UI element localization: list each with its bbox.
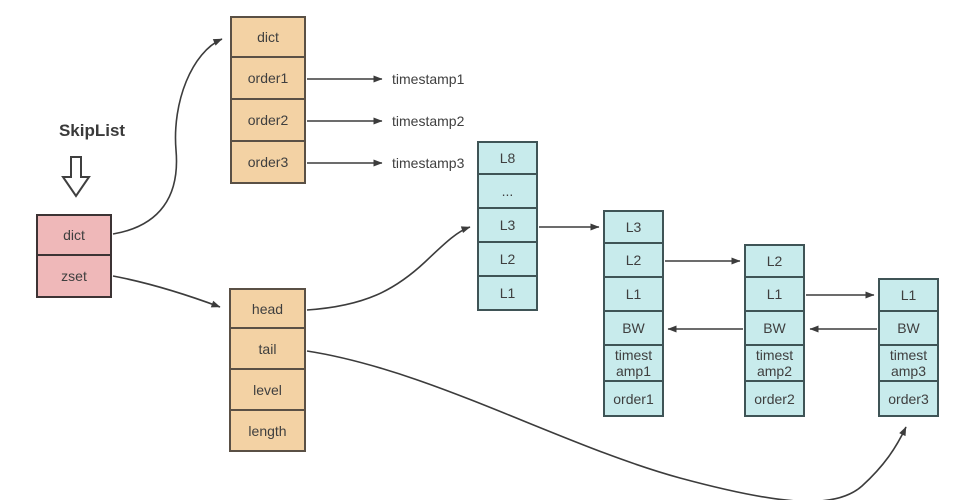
dict-table-cell-order2: order2 [230, 100, 306, 142]
skiplist-node3: L1 BW timest amp3 order3 [878, 278, 939, 417]
root-cell-dict: dict [36, 214, 112, 256]
timestamp2-label: timestamp2 [392, 113, 465, 129]
down-arrow-icon [61, 156, 91, 198]
node3-cell-order: order3 [878, 382, 939, 417]
level-header-cell-L2: L2 [477, 243, 538, 277]
node2-cell-L2: L2 [744, 244, 805, 278]
node2-cell-order: order2 [744, 382, 805, 417]
skiplist-node2: L2 L1 BW timest amp2 order2 [744, 244, 805, 417]
skiplist-node1: L3 L2 L1 BW timest amp1 order1 [603, 210, 664, 417]
zset-cell-level: level [229, 370, 306, 411]
node3-cell-L1: L1 [878, 278, 939, 312]
zset-cell-length: length [229, 411, 306, 452]
node1-cell-L3: L3 [603, 210, 664, 244]
node1-cell-BW: BW [603, 312, 664, 346]
timestamp3-label: timestamp3 [392, 155, 465, 171]
level-header-box: L8 ... L3 L2 L1 [477, 141, 538, 311]
node2-cell-BW: BW [744, 312, 805, 346]
root-struct-box: dict zset [36, 214, 112, 298]
node1-cell-L2: L2 [603, 244, 664, 278]
zset-struct-box: head tail level length [229, 288, 306, 452]
dict-table-cell-order3: order3 [230, 142, 306, 184]
node1-cell-order: order1 [603, 382, 664, 417]
level-header-cell-L8: L8 [477, 141, 538, 175]
node1-cell-timestamp: timest amp1 [603, 346, 664, 382]
level-header-cell-dots: ... [477, 175, 538, 209]
level-header-cell-L3: L3 [477, 209, 538, 243]
node1-cell-L1: L1 [603, 278, 664, 312]
arrow-head-to-level-header [306, 226, 471, 311]
node2-cell-timestamp: timest amp2 [744, 346, 805, 382]
node2-cell-L1: L1 [744, 278, 805, 312]
arrow-zset-to-head [112, 275, 221, 308]
zset-cell-head: head [229, 288, 306, 329]
node3-cell-timestamp: timest amp3 [878, 346, 939, 382]
dict-table-cell-order1: order1 [230, 58, 306, 100]
dict-table-box: dict order1 order2 order3 [230, 16, 306, 184]
dict-table-cell-dict: dict [230, 16, 306, 58]
zset-cell-tail: tail [229, 329, 306, 370]
page-title: SkipList [58, 121, 126, 140]
node3-cell-BW: BW [878, 312, 939, 346]
root-cell-zset: zset [36, 256, 112, 298]
timestamp1-label: timestamp1 [392, 71, 465, 87]
level-header-cell-L1: L1 [477, 277, 538, 311]
